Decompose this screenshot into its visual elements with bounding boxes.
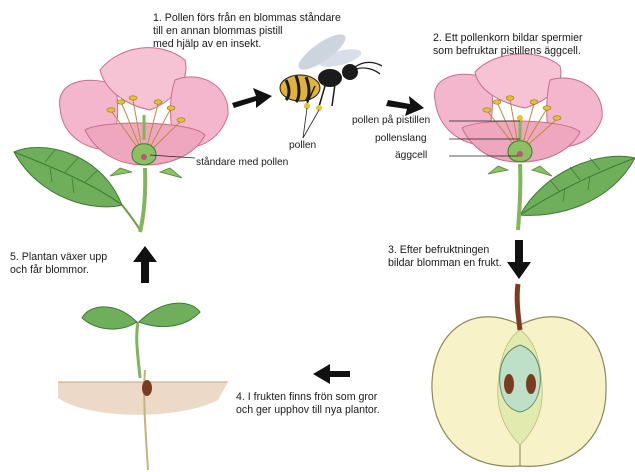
arrow-step1-to-bee bbox=[232, 88, 272, 108]
arrow-step4-to-step5 bbox=[133, 246, 157, 283]
pollen-pa-pistillen-label: pollen på pistillen bbox=[352, 115, 430, 127]
pollenslang-label: pollenslang bbox=[375, 133, 427, 145]
arrow-step3-to-step4 bbox=[313, 364, 350, 384]
flower-right-illustration bbox=[435, 54, 635, 230]
pollen-label: pollen bbox=[289, 140, 316, 152]
standare-med-pollen-label: ståndare med pollen bbox=[196, 157, 288, 169]
step-4-text: 4. I frukten finns frön som gror och ger… bbox=[236, 391, 380, 417]
step-3-text: 3. Efter befruktningen bildar blomman en… bbox=[388, 244, 502, 270]
arrow-step2-to-step3 bbox=[507, 240, 531, 279]
flower-left-illustration bbox=[14, 48, 228, 232]
step-2-text: 2. Ett pollenkorn bildar spermier som be… bbox=[433, 32, 583, 58]
step-5-text: 5. Plantan växer upp och får blommor. bbox=[10, 251, 107, 277]
aggcell-label: äggcell bbox=[395, 150, 427, 162]
apple-illustration bbox=[432, 284, 606, 466]
seedling-illustration bbox=[58, 303, 228, 470]
step-1-text: 1. Pollen förs från en blommas ståndare … bbox=[153, 12, 341, 51]
arrow-bee-to-step2 bbox=[386, 96, 424, 116]
